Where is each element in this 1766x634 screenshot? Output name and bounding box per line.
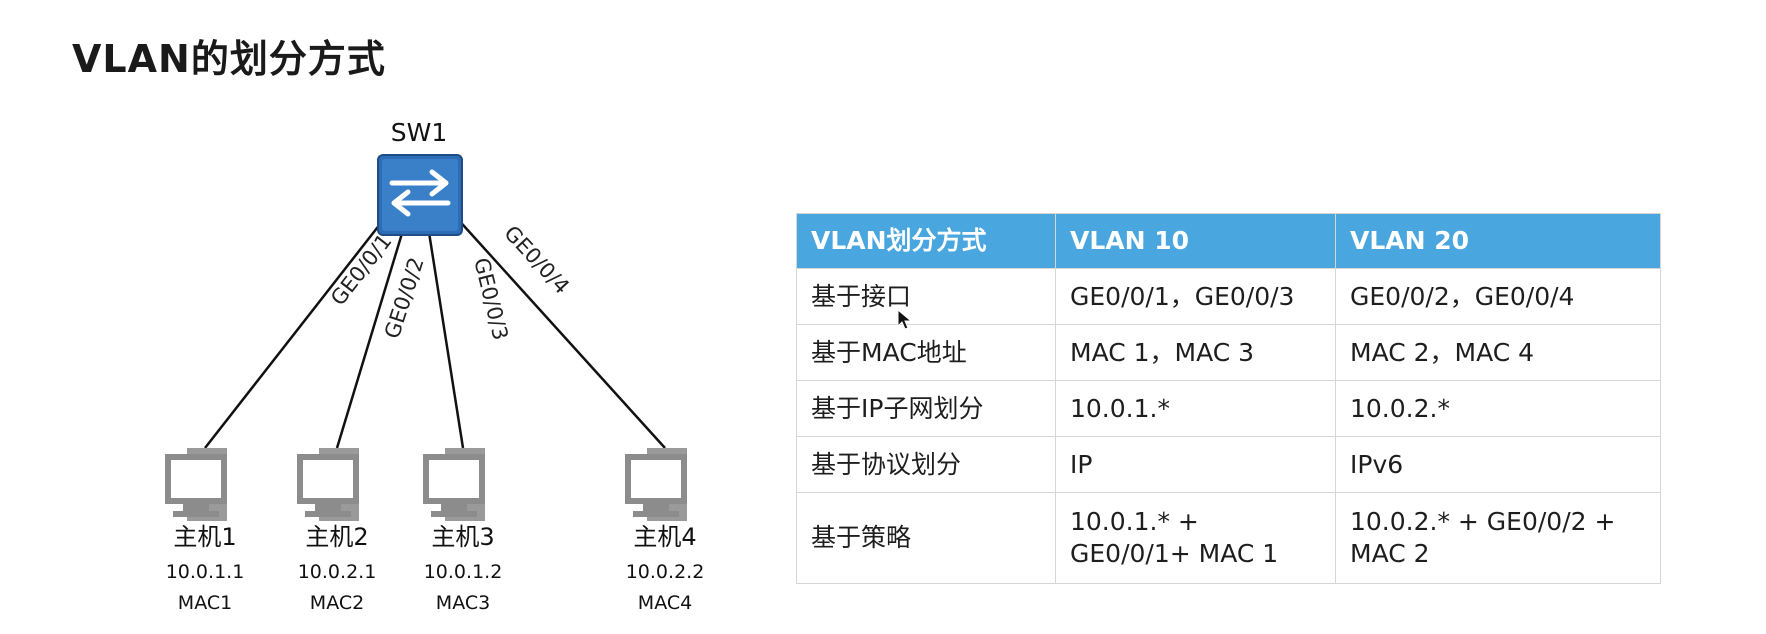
host-mac: MAC2 xyxy=(310,592,364,614)
computer-icon xyxy=(423,448,485,521)
link-line-1 xyxy=(204,204,396,449)
link-label-2: GE0/0/2 xyxy=(380,254,429,341)
method-cell: 基于MAC地址 xyxy=(796,324,1056,381)
host-mac: MAC4 xyxy=(638,592,692,614)
computer-icon xyxy=(625,448,687,521)
header-vlan20: VLAN 20 xyxy=(1335,213,1661,269)
vlan10-cell: 10.0.1.* + GE0/0/1+ MAC 1 xyxy=(1055,492,1336,584)
header-vlan10: VLAN 10 xyxy=(1055,213,1336,269)
host-name: 主机4 xyxy=(633,523,696,551)
link-line-2 xyxy=(335,206,412,449)
host-3: 主机3 10.0.1.2 MAC3 xyxy=(423,448,502,614)
host-2: 主机2 10.0.2.1 MAC2 xyxy=(297,448,376,614)
switch-icon xyxy=(377,154,463,236)
table-row: 基于协议划分 IP IPv6 xyxy=(796,436,1661,493)
link-line-3 xyxy=(423,206,465,449)
table-row: 基于IP子网划分 10.0.1.* 10.0.2.* xyxy=(796,380,1661,437)
vlan20-cell: MAC 2，MAC 4 xyxy=(1335,324,1661,381)
table-row: 基于接口 GE0/0/1，GE0/0/3 GE0/0/2，GE0/0/4 xyxy=(796,268,1661,325)
host-ip: 10.0.1.2 xyxy=(424,561,503,583)
switch-label: SW1 xyxy=(391,118,448,147)
table-header-row: VLAN划分方式 VLAN 10 VLAN 20 xyxy=(796,213,1661,269)
link-line-4 xyxy=(444,204,666,449)
table-row: 基于MAC地址 MAC 1，MAC 3 MAC 2，MAC 4 xyxy=(796,324,1661,381)
table-row: 基于策略 10.0.1.* + GE0/0/1+ MAC 1 10.0.2.* … xyxy=(796,492,1661,584)
vlan20-cell: GE0/0/2，GE0/0/4 xyxy=(1335,268,1661,325)
link-lines xyxy=(204,204,666,449)
vlan10-cell: 10.0.1.* xyxy=(1055,380,1336,437)
host-mac: MAC3 xyxy=(436,592,490,614)
header-method: VLAN划分方式 xyxy=(796,213,1056,269)
host-name: 主机3 xyxy=(431,523,494,551)
vlan20-cell: 10.0.2.* xyxy=(1335,380,1661,437)
method-cell: 基于协议划分 xyxy=(796,436,1056,493)
host-name: 主机2 xyxy=(305,523,368,551)
vlan20-line-2: MAC 2 xyxy=(1350,539,1430,568)
vlan-method-table: VLAN划分方式 VLAN 10 VLAN 20 基于接口 GE0/0/1，GE… xyxy=(796,213,1661,584)
computer-icon xyxy=(165,448,227,521)
mouse-cursor-icon xyxy=(897,309,913,330)
vlan10-line-1: 10.0.1.* + xyxy=(1070,507,1199,536)
vlan10-line-2: GE0/0/1+ MAC 1 xyxy=(1070,539,1279,568)
host-ip: 10.0.2.2 xyxy=(626,561,705,583)
computer-icon xyxy=(297,448,359,521)
method-cell: 基于IP子网划分 xyxy=(796,380,1056,437)
host-1: 主机1 10.0.1.1 MAC1 xyxy=(165,448,244,614)
page-title: VLAN的划分方式 xyxy=(72,37,386,81)
host-mac: MAC1 xyxy=(178,592,232,614)
host-ip: 10.0.2.1 xyxy=(298,561,377,583)
topology-diagram: GE0/0/1 GE0/0/2 GE0/0/3 GE0/0/4 SW1 xyxy=(165,118,704,614)
method-cell: 基于接口 xyxy=(796,268,1056,325)
vlan10-cell: IP xyxy=(1055,436,1336,493)
vlan20-cell: 10.0.2.* + GE0/0/2 + MAC 2 xyxy=(1335,492,1661,584)
link-label-3: GE0/0/3 xyxy=(469,255,513,342)
vlan10-cell: GE0/0/1，GE0/0/3 xyxy=(1055,268,1336,325)
host-ip: 10.0.1.1 xyxy=(166,561,245,583)
link-label-4: GE0/0/4 xyxy=(499,221,574,299)
host-4: 主机4 10.0.2.2 MAC4 xyxy=(625,448,704,614)
method-cell: 基于策略 xyxy=(796,492,1056,584)
link-label-1: GE0/0/1 xyxy=(326,229,396,310)
vlan20-line-1: 10.0.2.* + GE0/0/2 + xyxy=(1350,507,1616,536)
vlan10-cell: MAC 1，MAC 3 xyxy=(1055,324,1336,381)
host-name: 主机1 xyxy=(173,523,236,551)
vlan20-cell: IPv6 xyxy=(1335,436,1661,493)
